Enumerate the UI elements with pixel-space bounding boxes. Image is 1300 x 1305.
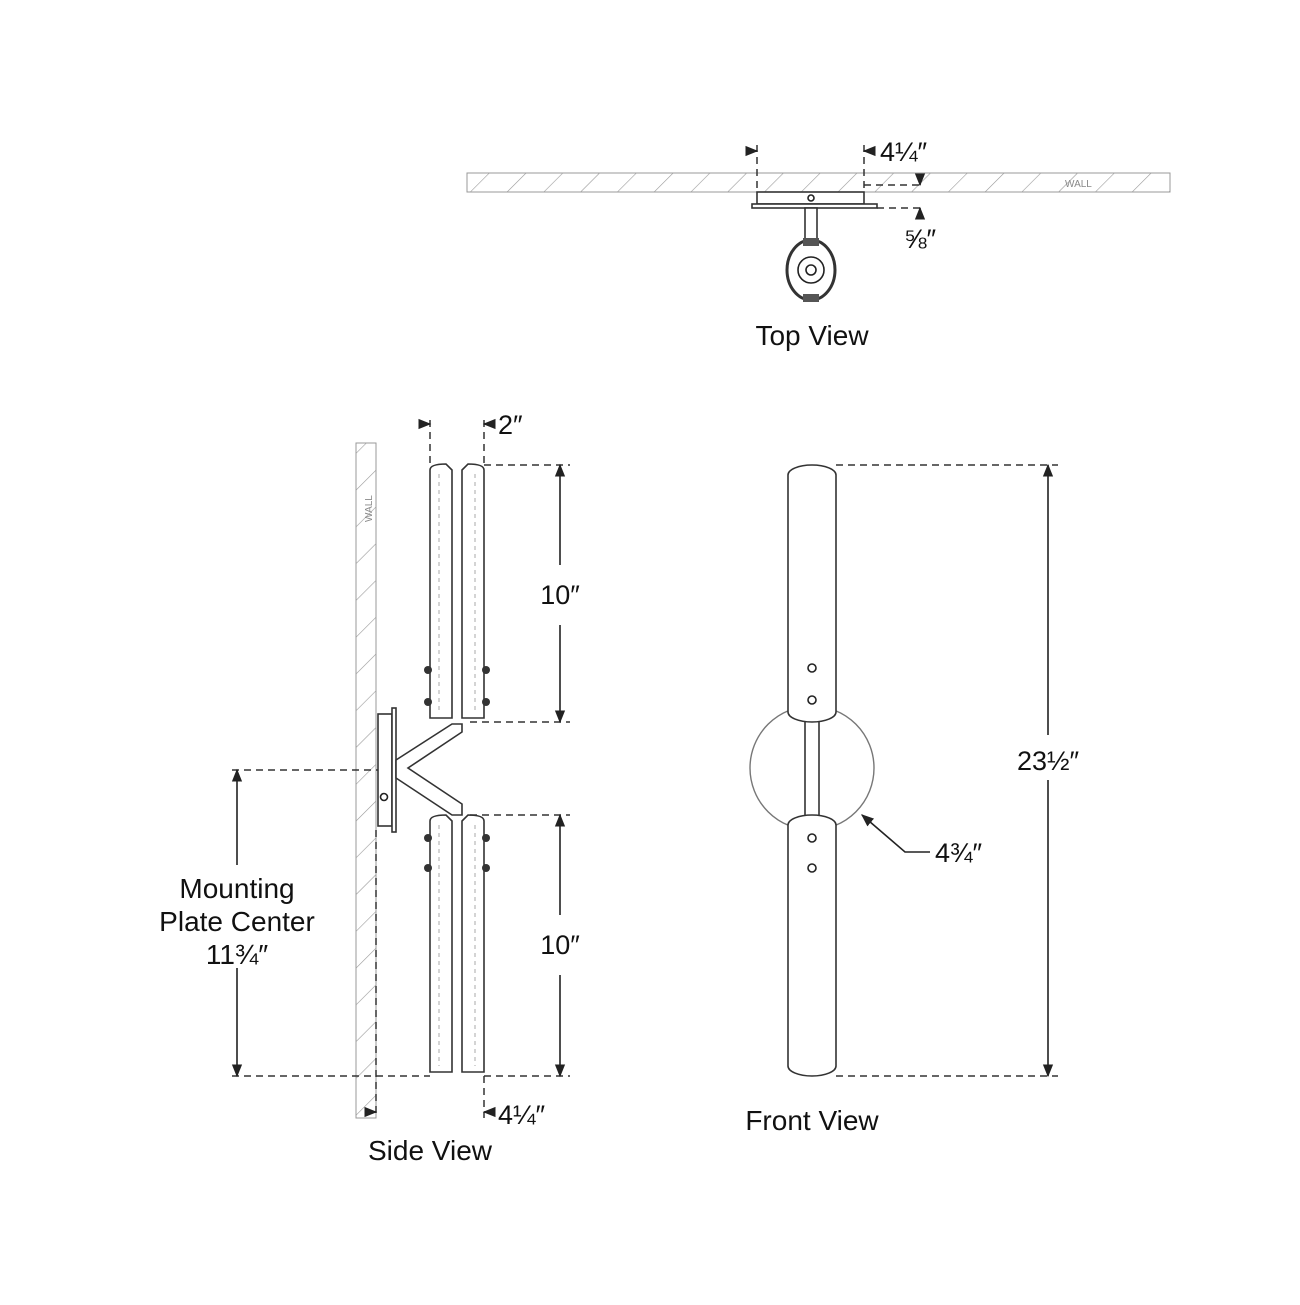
front-screws — [807, 663, 817, 873]
side-upper-shades — [424, 463, 490, 719]
side-wall-label: WALL — [364, 495, 375, 522]
mounting-label-2: Plate Center — [159, 906, 315, 937]
mounting-label-1: Mounting — [179, 873, 294, 904]
top-wall-label: WALL — [1065, 179, 1092, 190]
top-view-title: Top View — [755, 320, 869, 351]
top-shade-icon — [785, 238, 837, 302]
top-screw-icon — [807, 194, 815, 202]
top-depth-dim: ⅝″ — [904, 224, 937, 254]
side-screw-icon — [379, 792, 389, 802]
top-view: WALL 4¼″ ⅝″ Top View — [466, 137, 1171, 351]
top-backplate — [756, 191, 865, 205]
side-arm — [395, 723, 463, 816]
front-arm — [804, 719, 820, 819]
side-extension-dim: 4¼″ — [498, 1100, 546, 1130]
side-lower-shades — [424, 814, 490, 1073]
side-view: WALL 2″ 10″ — [159, 410, 580, 1166]
mounting-dim: 11¾″ — [206, 939, 268, 970]
side-wall — [355, 442, 377, 1119]
front-upper-shade — [787, 464, 837, 723]
top-arm — [804, 207, 818, 243]
side-view-title: Side View — [368, 1135, 493, 1166]
side-shade-width-dim: 2″ — [498, 410, 523, 440]
front-view: 23½″ 4¾″ Front View — [745, 463, 1080, 1136]
side-upper-height-dim: 10″ — [540, 580, 580, 610]
front-overall-height-dim: 23½″ — [1017, 746, 1080, 776]
side-lower-height-dim: 10″ — [540, 930, 580, 960]
top-width-dim: 4¼″ — [880, 137, 928, 167]
side-backplate — [377, 713, 393, 827]
front-backplate-dim: 4¾″ — [935, 838, 983, 868]
front-view-title: Front View — [745, 1105, 879, 1136]
front-lower-shade — [787, 814, 837, 1077]
